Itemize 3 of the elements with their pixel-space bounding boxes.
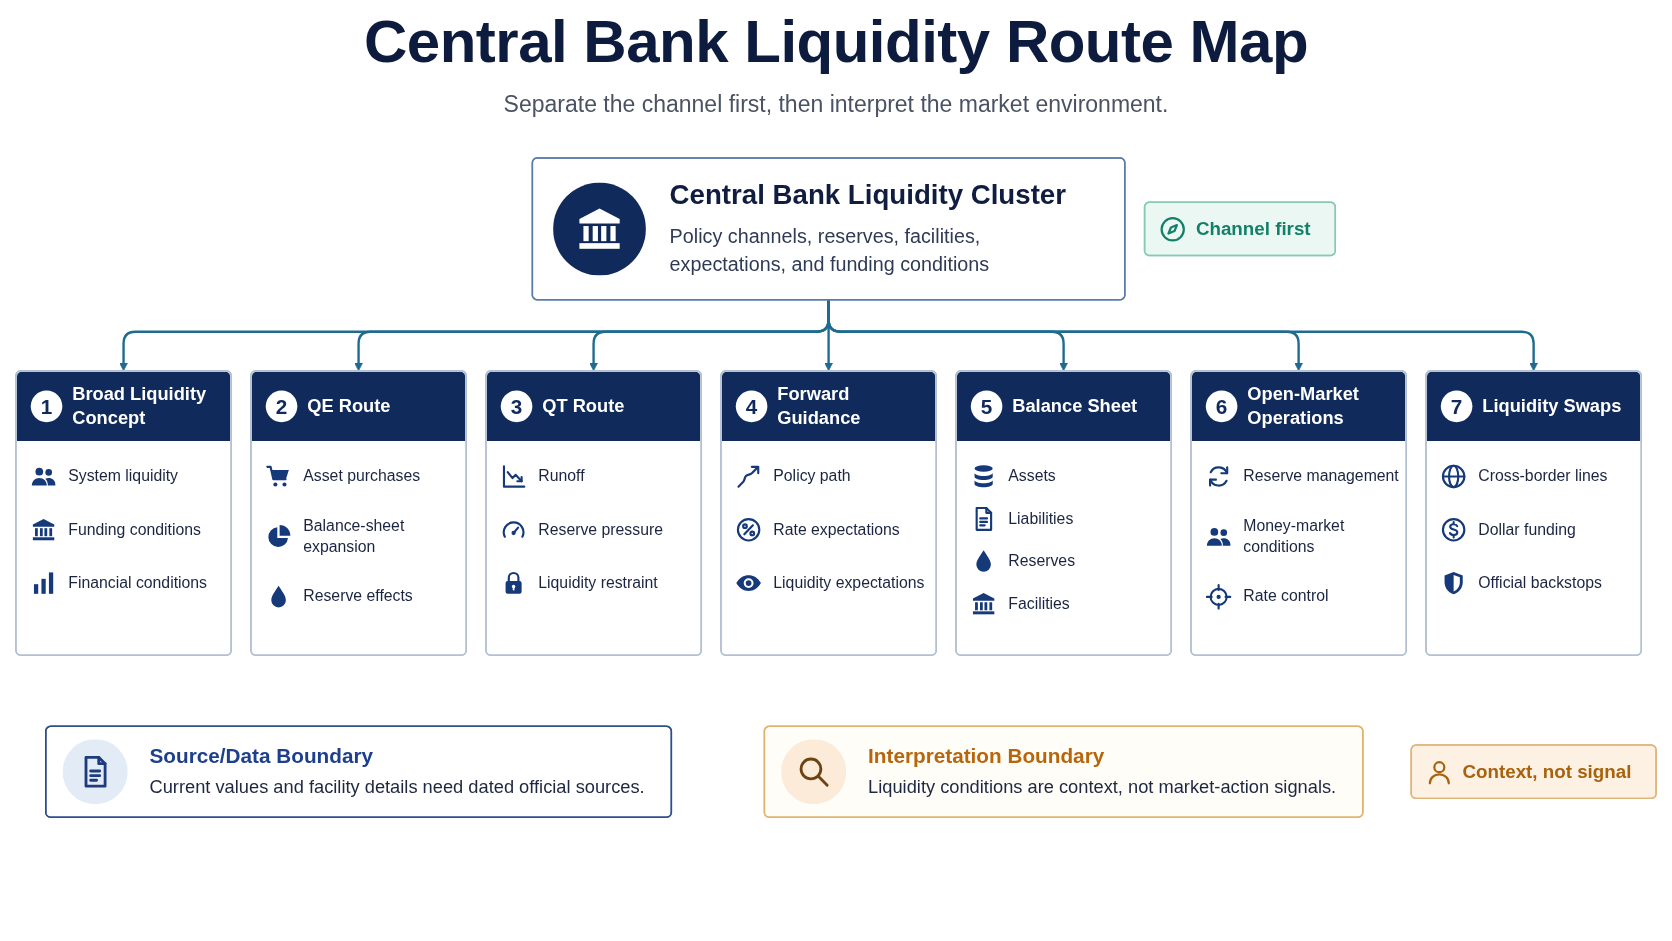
subtitle: Separate the channel first, then interpret the market environment. [503,90,1169,118]
title: Central Bank Liquidity Route Map [363,7,1309,77]
arrow [827,299,1538,372]
